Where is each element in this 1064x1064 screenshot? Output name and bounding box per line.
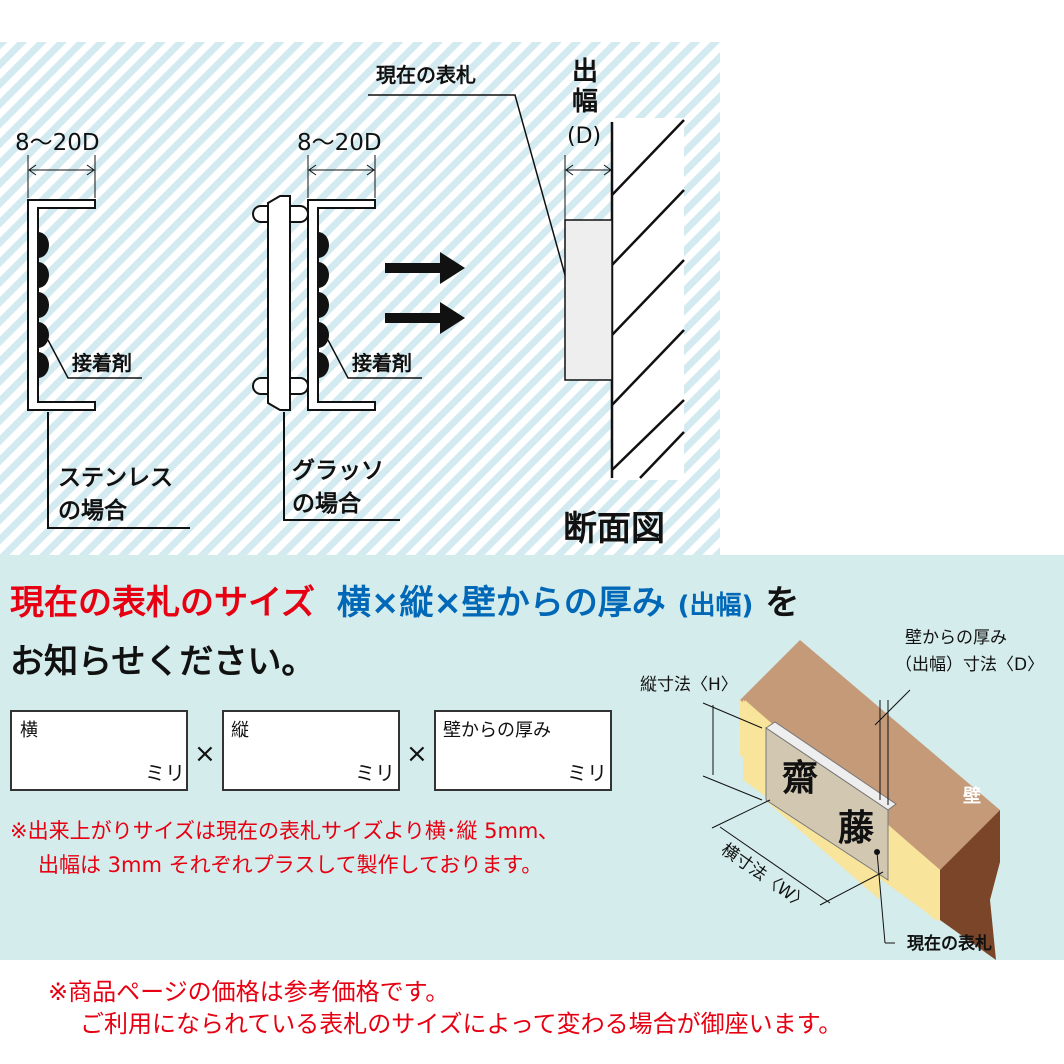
cross-section-title: 断面図 (563, 509, 665, 549)
heading-blue-paren: (出幅) (678, 591, 754, 621)
plate-name: 齋 (782, 758, 818, 799)
field-label: 壁からの厚み (443, 720, 551, 741)
adhesive-label: 接着剤 (72, 351, 132, 375)
times-symbol: × (194, 739, 216, 769)
glasso-label: グラッソ (292, 457, 384, 484)
height-label: 縦寸法〈H〉 (640, 675, 738, 695)
plate-name: 藤 (838, 808, 874, 849)
instruction-heading: 現在の表札のサイズ 横×縦×壁からの厚み (出幅) を (10, 583, 799, 623)
cross-section-diagram (368, 94, 685, 480)
thickness-label-2: （出幅）寸法〈D〉 (895, 655, 1044, 675)
arrow-icon (385, 252, 465, 334)
note-line-2: 出幅は 3mm それぞれプラスして製作しております。 (38, 853, 542, 877)
projection-label: (D) (567, 124, 601, 149)
field-unit: ミリ (567, 761, 607, 785)
glasso-diagram (252, 155, 422, 521)
current-plate-label: 現在の表札 (907, 933, 992, 954)
footer-note-1: ※商品ページの価格は参考価格です。 (48, 978, 449, 1006)
field-label: 横 (20, 720, 38, 741)
plate-illustration: 齋 藤 (702, 640, 1000, 960)
times-symbol: × (406, 739, 428, 769)
field-unit: ミリ (355, 761, 395, 785)
footer-note-2: ご利用になられている表札のサイズによって変わる場合が御座います。 (80, 1010, 842, 1038)
size-field-width[interactable]: 横 ミリ (10, 710, 188, 791)
adhesive-label: 接着剤 (352, 351, 412, 375)
field-unit: ミリ (145, 761, 185, 785)
thickness-label: 壁からの厚み (905, 628, 1007, 648)
heading-black: を (765, 583, 799, 623)
dimension-label: 8～20D (15, 130, 100, 156)
size-field-thickness[interactable]: 壁からの厚み ミリ (434, 710, 612, 791)
wall-label: 壁 (963, 785, 981, 807)
note-line-1: ※出来上がりサイズは現在の表札サイズより横･縦 5mm､ (10, 819, 549, 843)
projection-label: 出 (572, 57, 598, 87)
field-label: 縦 (231, 720, 249, 741)
projection-label: 幅 (572, 87, 598, 117)
instruction-heading-line2: お知らせください。 (10, 642, 315, 682)
stainless-label: ステンレス (58, 465, 173, 491)
adhesive-blobs (38, 232, 49, 378)
size-field-height[interactable]: 縦 ミリ (222, 710, 400, 791)
dimension-label: 8～20D (297, 130, 382, 156)
heading-blue: 横×縦×壁からの厚み (337, 583, 666, 623)
stainless-diagram (27, 155, 190, 529)
heading-red: 現在の表札のサイズ (10, 583, 315, 623)
current-plate-label: 現在の表札 (376, 63, 476, 87)
stainless-label-2: の場合 (58, 497, 128, 524)
glasso-label-2: の場合 (292, 490, 362, 517)
